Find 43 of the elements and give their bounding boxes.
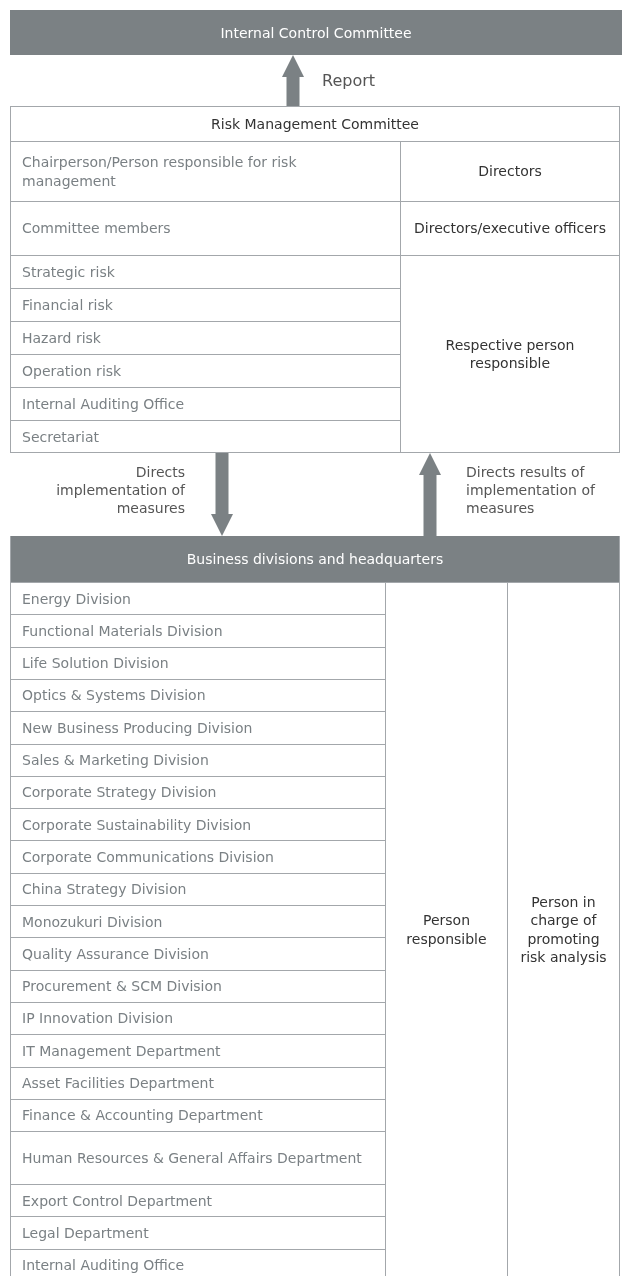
table-cell: Respective person responsible: [400, 255, 619, 452]
edge-label: Directs implementation of measures: [55, 463, 185, 518]
table-cell: Internal Auditing Office: [11, 1248, 385, 1276]
arrow: [211, 453, 233, 536]
table-cell: Committee members: [11, 201, 400, 255]
table-cell: Directors/executive officers: [400, 201, 619, 255]
table-cell: Sales & Marketing Division: [11, 743, 385, 776]
table-cell: Legal Department: [11, 1216, 385, 1249]
table-cell: Energy Division: [11, 582, 385, 615]
table-cell: Corporate Strategy Division: [11, 775, 385, 809]
table-cell: Strategic risk: [11, 255, 400, 288]
table-cell: Corporate Communications Division: [11, 840, 385, 873]
table-cell: IP Innovation Division: [11, 1001, 385, 1035]
edge-label: Report: [322, 71, 377, 92]
table-cell: Operation risk: [11, 354, 400, 387]
committee-band: Internal Control Committee: [10, 10, 622, 55]
table-cell: New Business Producing Division: [11, 711, 385, 744]
table-cell: Optics & Systems Division: [11, 678, 385, 712]
table-cell: Hazard risk: [11, 321, 400, 354]
table-cell: Export Control Department: [11, 1184, 385, 1217]
table-cell: Quality Assurance Division: [11, 937, 385, 970]
table-cell: Life Solution Division: [11, 646, 385, 679]
table-cell: Asset Facilities Department: [11, 1066, 385, 1099]
table-cell: Procurement & SCM Division: [11, 969, 385, 1002]
table-cell: Chairperson/Person responsible for risk management: [11, 141, 400, 201]
table-cell: China Strategy Division: [11, 872, 385, 905]
table-cell: Internal Auditing Office: [11, 387, 400, 420]
table-cell: Person responsible: [385, 582, 507, 1276]
table-cell: Monozukuri Division: [11, 905, 385, 938]
committee-table: Risk Management Committee Chairperson/Person responsible for risk management Directors Committee members Directors/executive officers Strategic risk Financial risk Hazard risk Operation risk Internal Auditing Office Secretariat Respective person responsible: [10, 106, 620, 453]
edge-label: Directs results of implementation of measures: [466, 463, 597, 518]
table-cell: Functional Materials Division: [11, 614, 385, 647]
arrow: [419, 453, 441, 536]
table-cell: Human Resources & General Affairs Department: [11, 1131, 385, 1185]
table-cell: IT Management Department: [11, 1034, 385, 1067]
table-cell: Secretariat: [11, 420, 400, 453]
table-cell: Person in charge of promoting risk analysis: [507, 582, 619, 1276]
table-cell: Directors: [400, 141, 619, 201]
table-cell: Finance & Accounting Department: [11, 1098, 385, 1132]
arrow: [282, 55, 304, 106]
table-cell: Financial risk: [11, 288, 400, 321]
table-cell: Corporate Sustainability Division: [11, 808, 385, 841]
divisions-table: Business divisions and headquarters Energy Division Functional Materials Division Life Solution Division Optics & Systems Division New Business Producing Division Sales & Marketing Division Corporate Strategy Division Corporate Sustainability Division Corporate Communications Division China Strategy Division Monozukuri Division Quality Assurance Division Procurement & SCM Division IP Innovation Division IT Management Department Asset Facilities Department Finance & Accounting Department Human Resources & General Affairs Department Export Control Department Legal Department Internal Auditing Office Person responsible Person in charge of promoting risk analysis: [10, 536, 620, 1276]
